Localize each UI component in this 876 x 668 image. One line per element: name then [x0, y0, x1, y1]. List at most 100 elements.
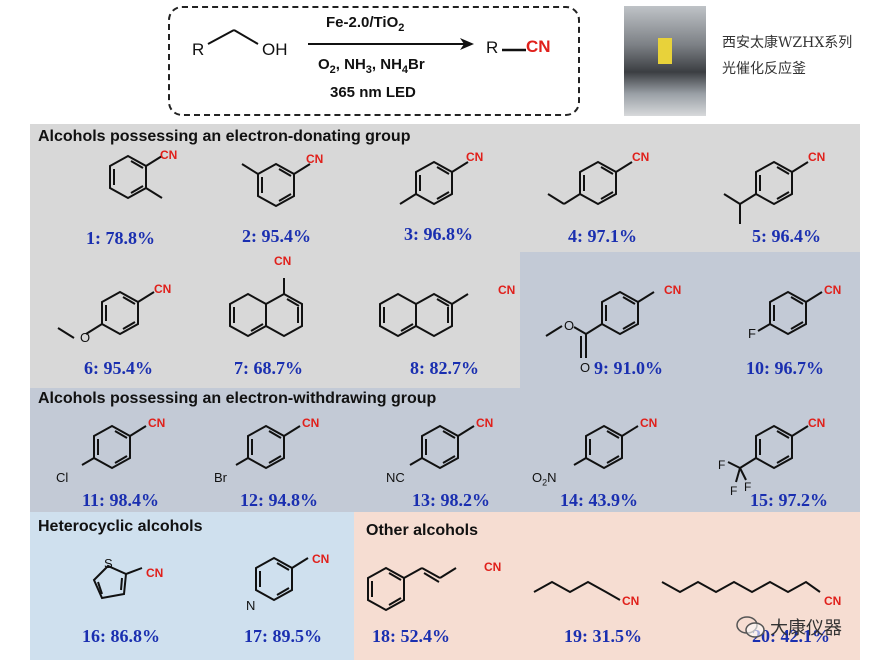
s-16: S: [104, 556, 113, 571]
panel-donating-row2-left: [30, 252, 520, 388]
product-cn: CN: [526, 37, 551, 56]
f-15a: F: [718, 458, 726, 472]
structure-13: [409, 424, 475, 470]
condition-catalyst-sub: 2: [398, 22, 405, 34]
label-19: 19: 31.5%: [564, 626, 642, 646]
label-3: 3: 96.8%: [404, 224, 473, 244]
f-15b: F: [730, 484, 738, 498]
structure-4: [547, 160, 633, 206]
cond-o: O: [318, 56, 330, 73]
cn-9: CN: [664, 283, 682, 297]
panel-donating-row1: [30, 124, 860, 252]
label-5: 5: 96.4%: [752, 226, 821, 246]
section-heterocyclic: Heterocyclic alcohols: [38, 518, 203, 535]
reactant-oh: OH: [262, 40, 288, 59]
cond-o-sub: 2: [329, 64, 336, 76]
br-12: Br: [214, 470, 227, 485]
label-14: 14: 43.9%: [560, 490, 638, 510]
cn-16: CN: [146, 566, 164, 580]
structure-8: [379, 292, 469, 338]
f-15c: F: [744, 480, 752, 494]
no2-14: O2N: [532, 470, 557, 488]
structure-20: [661, 580, 821, 594]
cond-nh3: , NH: [335, 56, 366, 73]
label-10: 10: 96.7%: [746, 358, 824, 378]
section-withdrawing: Alcohols possessing an electron-withdraw…: [38, 390, 437, 407]
label-1: 1: 78.8%: [86, 228, 155, 248]
cn-14: CN: [640, 416, 658, 430]
structure-12: [235, 424, 301, 470]
label-13: 13: 98.2%: [412, 490, 490, 510]
n-17: N: [246, 598, 256, 613]
o-9-ester: O: [564, 318, 575, 333]
product-bond: [502, 48, 526, 52]
label-20: 20: 42.1%: [752, 626, 830, 646]
cond-nh4: , NH: [371, 56, 402, 73]
cn-20: CN: [824, 594, 842, 608]
cond-nh4-sub: 4: [401, 64, 409, 76]
reaction-scheme-box: [168, 6, 580, 116]
structure-3: [399, 160, 469, 206]
reactor-caption-line1: 西安太康WZHX系列: [722, 35, 853, 51]
structure-15: [727, 424, 809, 483]
panel-donating-row2-right: [520, 252, 860, 388]
label-18: 18: 52.4%: [372, 626, 450, 646]
condition-reagents: O2, NH3, NH4Br: [318, 56, 425, 76]
structure-17: [255, 556, 309, 602]
label-9: 9: 91.0%: [594, 358, 663, 378]
label-7: 7: 68.7%: [234, 358, 303, 378]
section-donating: Alcohols possessing an electron-donating…: [38, 128, 411, 145]
cn-6: CN: [154, 282, 172, 296]
structure-2: [241, 162, 311, 208]
panel-heterocyclic: [30, 512, 354, 660]
cl-11: Cl: [56, 470, 69, 485]
reactor-caption-line2: 光催化反应釜: [722, 61, 806, 77]
o-9-carbonyl: O: [580, 360, 591, 375]
cn-2: CN: [306, 152, 324, 166]
no2-o: O: [532, 470, 543, 485]
cn-1: CN: [160, 148, 178, 162]
nc-13: NC: [386, 470, 405, 485]
structure-19: [533, 580, 621, 601]
label-8: 8: 82.7%: [410, 358, 479, 378]
reaction-arrow: [308, 38, 474, 50]
structure-16: [92, 564, 143, 600]
reactant-structure: [207, 29, 259, 45]
product-r: R: [486, 38, 499, 57]
cn-19: CN: [622, 594, 640, 608]
cn-4: CN: [632, 150, 650, 164]
watermark-text: 大康仪器: [770, 618, 842, 639]
label-12: 12: 94.8%: [240, 490, 318, 510]
cn-5: CN: [808, 150, 826, 164]
cn-3: CN: [466, 150, 484, 164]
structure-6: [57, 290, 155, 339]
cond-br: Br: [408, 56, 425, 73]
structure-18: [367, 566, 457, 612]
wechat-icon: [736, 616, 765, 638]
label-15: 15: 97.2%: [750, 490, 828, 510]
structure-11: [81, 424, 147, 470]
condition-catalyst: Fe-2.0/TiO2: [326, 14, 404, 34]
structure-9: [545, 290, 655, 358]
cn-18: CN: [484, 560, 502, 574]
cn-17: CN: [312, 552, 330, 566]
label-6: 6: 95.4%: [84, 358, 153, 378]
reactor-photo-core: [658, 38, 672, 64]
reactant-r: R: [192, 40, 205, 59]
structure-5: [723, 160, 809, 224]
cn-7: CN: [274, 254, 292, 268]
cn-8: CN: [498, 283, 516, 297]
structure-10: [757, 290, 823, 336]
label-16: 16: 86.8%: [82, 626, 160, 646]
cond-nh3-sub: 3: [365, 64, 372, 76]
label-2: 2: 95.4%: [242, 226, 311, 246]
section-other: Other alcohols: [366, 522, 479, 539]
cn-13: CN: [476, 416, 494, 430]
condition-catalyst-base: Fe-2.0/TiO: [326, 14, 399, 31]
label-17: 17: 89.5%: [244, 626, 322, 646]
label-11: 11: 98.4%: [82, 490, 160, 510]
label-4: 4: 97.1%: [568, 226, 637, 246]
structure-7: [229, 278, 303, 338]
no2-sub: 2: [542, 477, 548, 488]
